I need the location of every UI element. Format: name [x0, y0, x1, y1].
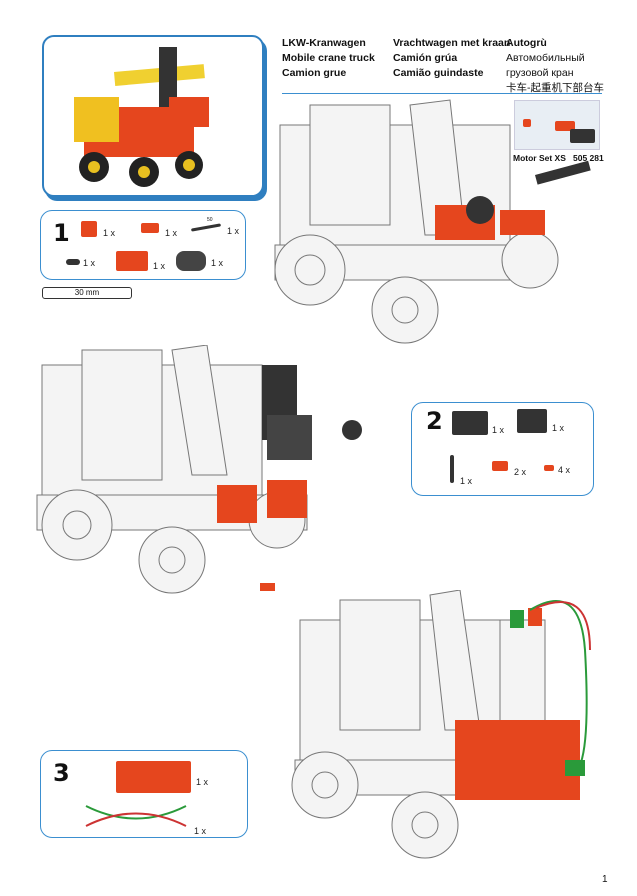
crane-truck-photo — [74, 47, 209, 187]
part-qty: 1 x — [83, 258, 96, 268]
part-qty: 1 x — [460, 476, 473, 486]
motor-set-image — [514, 100, 600, 150]
axle-length-label: 50 — [207, 217, 213, 223]
title-es: Camión grúa — [393, 52, 458, 64]
title-nl: Vrachtwagen met kraan — [393, 37, 511, 49]
part-qty: 1 x — [194, 826, 207, 836]
assembly-drawing-1 — [274, 99, 591, 344]
worm-axle-part — [450, 455, 454, 483]
part-qty: 1 x — [211, 258, 224, 268]
product-photo — [42, 35, 264, 197]
building-block-part — [81, 221, 97, 237]
title-it: Autogrù — [506, 37, 547, 49]
small-clip-part — [544, 465, 554, 471]
step-1-number: 1 — [53, 219, 70, 247]
motor-set-caption: Motor Set XS 505 281 — [513, 153, 604, 163]
step-2-number: 2 — [426, 407, 443, 435]
battery-box-part — [116, 761, 191, 793]
part-qty: 1 x — [165, 228, 178, 238]
title-ru-1: Автомобильный — [506, 52, 585, 64]
title-col-1: LKW-Kranwagen Mobile crane truck Camion … — [282, 36, 375, 81]
step-3-number: 3 — [53, 759, 70, 787]
assembly-drawing-3 — [291, 590, 591, 859]
motor-set-name: Motor Set XS — [513, 153, 566, 163]
motor-part — [452, 411, 488, 435]
gearbox-part — [517, 409, 547, 433]
title-de: LKW-Kranwagen — [282, 37, 366, 49]
title-ru-2: грузовой кран — [506, 67, 574, 79]
axle-part — [190, 223, 222, 232]
part-qty: 2 x — [514, 467, 527, 477]
cable-part — [85, 805, 187, 827]
step-1-parts-box: 1 1 x 1 x 50 1 x 1 x 1 x 1 x — [40, 210, 246, 280]
step-3-parts-box: 3 1 x 1 x — [40, 750, 248, 838]
title-zh: 卡车-起重机下部台车 — [506, 82, 604, 94]
u-holder-part — [116, 251, 148, 271]
cable-drum-part — [176, 251, 206, 271]
ruler-30mm: 30 mm — [42, 287, 132, 299]
part-qty: 1 x — [492, 425, 505, 435]
part-qty: 1 x — [153, 261, 166, 271]
ruler-label: 30 mm — [74, 288, 100, 297]
angle-block-part — [492, 461, 508, 471]
part-qty: 1 x — [552, 423, 565, 433]
title-divider — [282, 93, 602, 94]
red-plate-part — [141, 223, 159, 233]
title-fr: Camion grue — [282, 67, 347, 79]
title-pt: Camião guindaste — [393, 67, 484, 79]
step-2-parts-box: 2 1 x 1 x 1 x 2 x 4 x — [411, 402, 594, 496]
part-qty: 1 x — [103, 228, 116, 238]
motor-set-number: 505 281 — [573, 153, 604, 163]
title-col-2: Vrachtwagen met kraan Camión grúa Camião… — [393, 36, 510, 81]
short-axle-part — [66, 259, 80, 265]
title-col-3: Autogrù Автомобильный грузовой кран 卡车-起… — [506, 36, 604, 96]
part-qty: 1 x — [196, 777, 209, 787]
page-number: 1 — [602, 874, 608, 885]
assembly-drawing-2 — [36, 345, 362, 594]
title-en: Mobile crane truck — [282, 52, 375, 64]
part-qty: 4 x — [558, 465, 571, 475]
part-qty: 1 x — [227, 226, 240, 236]
